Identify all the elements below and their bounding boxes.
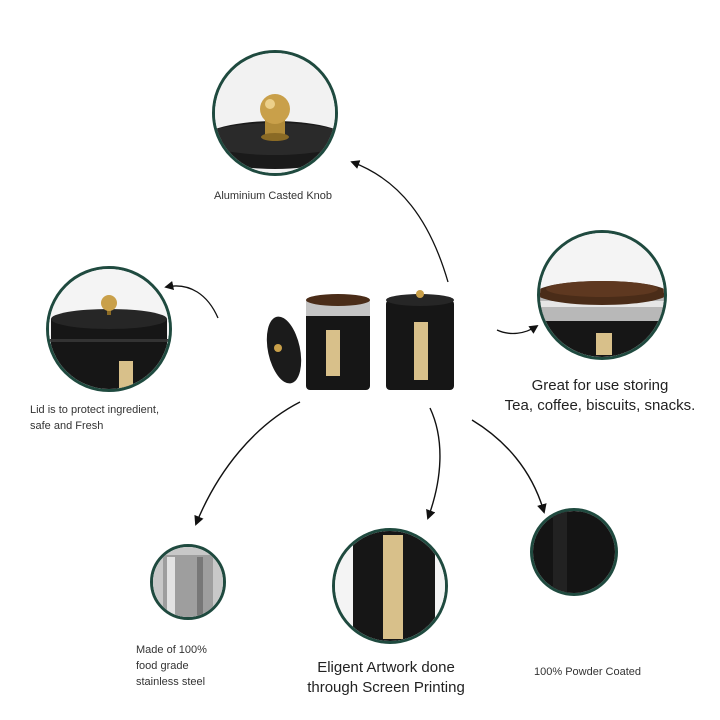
lid-caption-line1: Lid is to protect ingredient, [30,404,160,416]
steel-closeup-image [150,544,226,620]
arrow-to-artwork [426,407,441,520]
storing-caption-line1: Great for use storing [531,377,669,394]
arrow-to-knob [350,160,449,283]
storing-closeup-image [537,230,667,360]
steel-caption: Made of 100% food grade stainless steel [136,642,256,690]
artwork-closeup-image [332,528,448,644]
arrow-to-lid [164,281,219,319]
lid-closeup-image [46,266,172,392]
storing-caption: Great for use storing Tea, coffee, biscu… [500,376,700,416]
arrow-to-storing [496,324,539,335]
artwork-caption-line2: through Screen Printing [307,679,465,696]
product-hero-image [262,286,462,394]
powder-caption: 100% Powder Coated [534,666,642,678]
arrow-to-steel [194,401,301,526]
steel-caption-line1: Made of 100% [136,644,207,656]
lid-caption: Lid is to protect ingredient, safe and F… [30,402,190,434]
lid-caption-line2: safe and Fresh [30,420,104,432]
arrow-to-powder [471,419,547,514]
storing-caption-line2: Tea, coffee, biscuits, snacks. [504,397,696,414]
artwork-caption: Eligent Artwork done through Screen Prin… [286,658,486,698]
steel-caption-line2: food grade [136,660,189,672]
artwork-caption-line1: Eligent Artwork done [317,659,455,676]
knob-closeup-image [212,50,338,176]
knob-caption: Aluminium Casted Knob [214,190,333,202]
steel-caption-line3: stainless steel [136,676,206,688]
powder-closeup-image [530,508,618,596]
